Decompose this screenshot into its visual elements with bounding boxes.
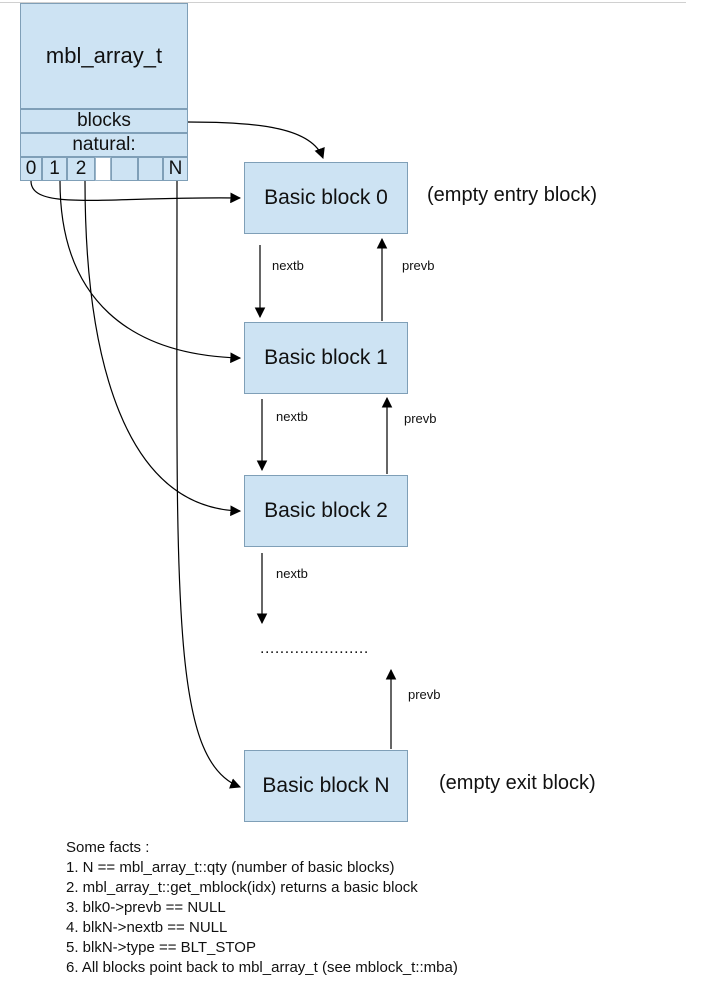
cell-label: 2 [75,158,87,179]
blocks-pointer-arrow [187,121,325,160]
blocks-field-label: blocks [77,110,131,131]
index1-to-block1-arrow [59,180,242,364]
prevb-label: prevb [404,411,437,426]
natural-cell-4 [138,157,163,181]
index2-to-block2-arrow [84,180,242,517]
prevb-label: prevb [402,258,435,273]
basic-block-n: Basic block N [244,750,408,822]
fact-item: 5. blkN->type == BLT_STOP [66,939,256,956]
basic-block-label: Basic block 1 [264,346,388,369]
natural-cell-n: N [163,157,188,181]
cell-label: N [168,158,183,179]
natural-cell-0: 0 [20,157,42,181]
cell-label: 0 [25,158,37,179]
top-divider [0,2,686,3]
basic-block-label: Basic block 2 [264,499,388,522]
mbl-array-header: mbl_array_t [20,3,188,109]
fact-item: 3. blk0->prevb == NULL [66,899,226,916]
fact-item: 6. All blocks point back to mbl_array_t … [66,959,458,976]
facts-section: Some facts : 1. N == mbl_array_t::qty (n… [66,838,458,978]
nextb-label: nextb [276,566,308,581]
indexN-to-blockN-arrow [176,180,242,789]
cell-label: 1 [49,158,60,179]
prevb-label: prevb [408,687,441,702]
natural-cell-3 [111,157,138,181]
mbl-array-title: mbl_array_t [45,43,163,68]
natural-cell-1: 1 [42,157,67,181]
fact-item: 2. mbl_array_t::get_mblock(idx) returns … [66,879,418,896]
nextb-label: nextb [272,258,304,273]
ellipsis-more-blocks: ...................... [260,640,369,657]
basic-block-2: Basic block 2 [244,475,408,547]
exit-block-annotation: (empty exit block) [439,772,596,794]
natural-gap [95,157,111,181]
basic-block-0: Basic block 0 [244,162,408,234]
nextb-label: nextb [276,409,308,424]
fact-item: 1. N == mbl_array_t::qty (number of basi… [66,859,395,876]
entry-block-annotation: (empty entry block) [427,184,598,206]
facts-heading: Some facts : [66,839,150,856]
natural-cell-2: 2 [67,157,95,181]
basic-block-label: Basic block N [262,774,390,797]
blocks-field: blocks [20,109,188,133]
natural-field-label: natural: [72,134,136,155]
basic-block-1: Basic block 1 [244,322,408,394]
basic-block-label: Basic block 0 [264,186,388,209]
index0-to-block0-arrow [30,180,242,204]
natural-field: natural: [20,133,188,157]
fact-item: 4. blkN->nextb == NULL [66,919,228,936]
